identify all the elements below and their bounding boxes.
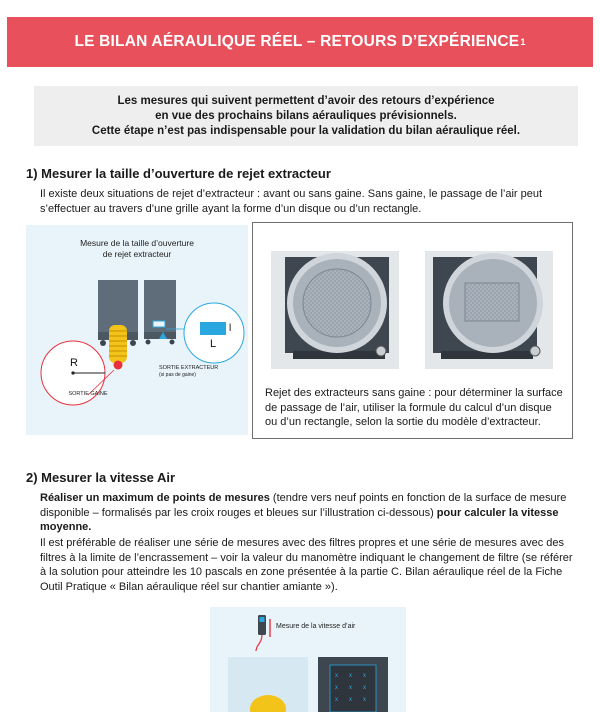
para1-normal: (tendre vers neuf points en fonction de … — [40, 492, 567, 519]
label-sortie-gaine: SORTIE GAINE — [68, 391, 107, 397]
banner-title: LE BILAN AÉRAULIQUE RÉEL – RETOURS D’EXP… — [74, 33, 520, 50]
anemometre-icon — [255, 615, 271, 652]
section1-heading: 1) Mesurer la taille d’ouverture de reje… — [26, 166, 331, 181]
extracteur-illustration: Mesure de la taille d’ouverture de rejet… — [40, 238, 245, 406]
section2-paragraph-1: Réaliser un maximum de points de mesures… — [40, 491, 578, 535]
section2-heading: 2) Mesurer la vitesse Air — [26, 470, 176, 485]
intro-line-2: en vue des prochains bilans aérauliques … — [155, 109, 457, 122]
footnote-mark: 1 — [520, 37, 526, 47]
extracteur-avec-gaine — [98, 280, 138, 370]
photos-caption: Rejet des extracteurs sans gaine : pour … — [265, 387, 563, 428]
fig-title-line-2: de rejet extracteur — [103, 249, 172, 259]
label-l-small: l — [229, 323, 231, 334]
svg-text:x: x — [363, 685, 366, 691]
intro-box: Les mesures qui suivent permettent d’avo… — [34, 86, 578, 146]
label-l-big: L — [210, 338, 216, 350]
svg-text:x: x — [335, 685, 338, 691]
figure-extracteur-diagram: Mesure de la taille d’ouverture de rejet… — [26, 225, 248, 435]
fig-vitesse-title: Mesure de la vitesse d’air — [276, 623, 356, 630]
disque-rayon-schema: R SORTIE GAINE — [40, 340, 115, 406]
intro-line-3: Cette étape n’est pas indispensable pour… — [91, 124, 521, 137]
rectangle-schema: l L SORTIE EXTRACTEUR (si pas de gaine) — [159, 302, 245, 378]
intro-line-1: Les mesures qui suivent permettent d’avo… — [117, 94, 495, 107]
svg-text:x: x — [335, 673, 338, 679]
para1-bold-end: pour calculer la vitesse moyenne. — [40, 506, 559, 534]
svg-text:x: x — [349, 697, 352, 703]
gaine-outlet-dot — [113, 360, 123, 370]
figure-extracteurs-photos: Rejet des extracteurs sans gaine : pour … — [252, 222, 573, 439]
photo-sortie-disque — [271, 251, 399, 369]
svg-text:x: x — [349, 673, 352, 679]
extracteurs-photos-svg — [271, 251, 553, 369]
svg-text:x: x — [335, 697, 338, 703]
extracteur-sans-gaine — [144, 280, 176, 345]
section1-paragraph: Il existe deux situations de rejet d’ext… — [40, 188, 543, 215]
label-r: R — [70, 357, 78, 369]
label-sans-gaine: (si pas de gaine) — [159, 372, 196, 378]
fig-title-line-1: Mesure de la taille d’ouverture — [80, 238, 194, 248]
section2-paragraph-2: Il est préférable de réaliser une série … — [40, 537, 573, 593]
gaine-jaune — [250, 695, 286, 712]
svg-text:x: x — [349, 685, 352, 691]
para1-bold-start: Réaliser un maximum de points de mesures — [40, 492, 270, 504]
page-banner: LE BILAN AÉRAULIQUE RÉEL – RETOURS D’EXP… — [7, 17, 593, 67]
photo-sortie-rectangle — [425, 251, 553, 369]
svg-text:x: x — [363, 673, 366, 679]
svg-text:x: x — [363, 697, 366, 703]
label-sortie-extracteur: SORTIE EXTRACTEUR — [159, 365, 218, 371]
